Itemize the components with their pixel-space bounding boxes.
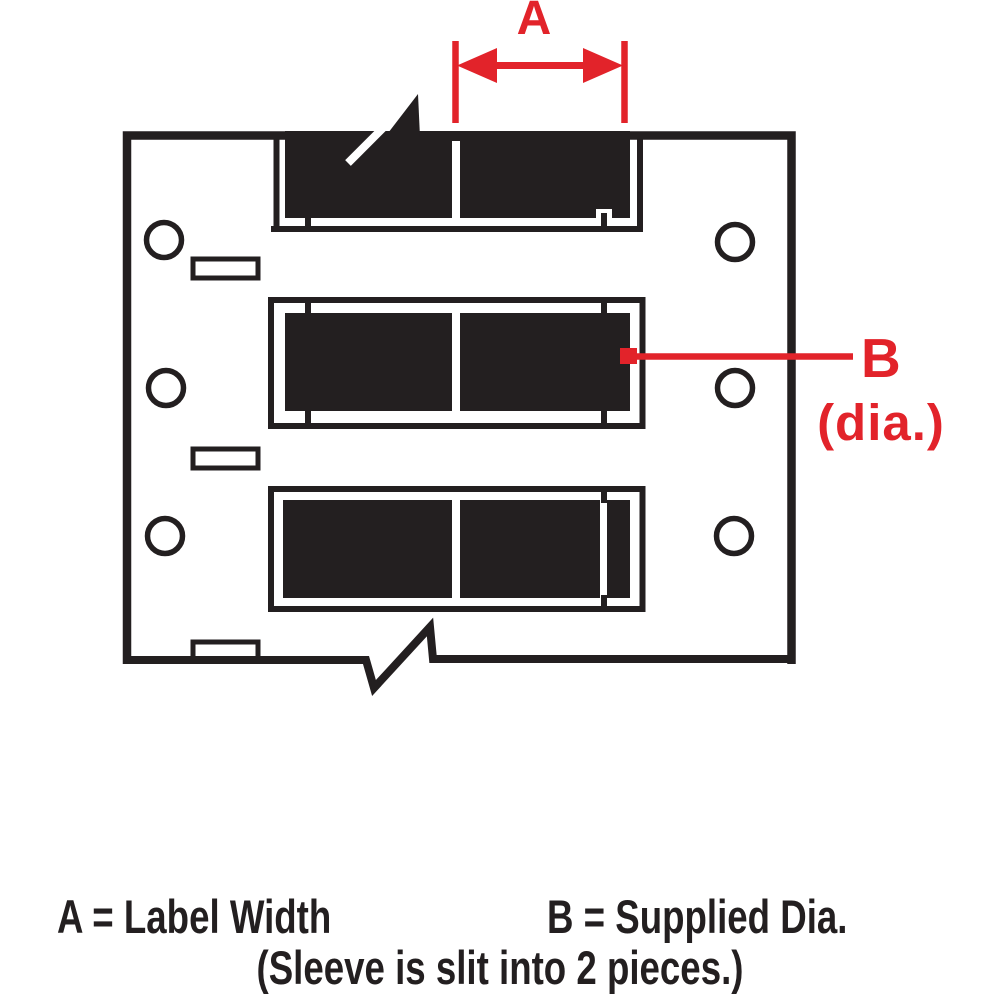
dim-a-label: A [516, 0, 552, 45]
sleeve-2-cut-ticks [305, 301, 607, 425]
legend-note: (Sleeve is slit into 2 pieces.) [256, 941, 744, 994]
feed-hole [714, 221, 756, 263]
legend-b-definition: B = Supplied Dia. [547, 890, 848, 943]
registration-slot [190, 256, 261, 281]
sleeve-1-slit [452, 141, 460, 218]
carrier-bottom-edge-break [123, 617, 793, 696]
dim-b-leader-terminator [620, 348, 637, 364]
sleeve-pocket-2-outline [268, 297, 646, 429]
sleeve-3-end-cut [600, 500, 607, 598]
sleeve-1-tear-gap [345, 101, 410, 166]
feed-hole [144, 515, 186, 557]
registration-slot [190, 639, 261, 664]
registration-slot [190, 446, 261, 471]
feed-hole [714, 367, 756, 409]
legend-a-definition: A = Label Width [57, 890, 332, 943]
dim-a-arrowhead-right [583, 48, 623, 83]
dim-b-label: B [861, 327, 901, 389]
feed-hole [145, 367, 187, 409]
dim-a-arrowhead-left [457, 48, 497, 83]
sleeve-2-slit [452, 313, 460, 411]
sleeve-1-tear-flap [385, 94, 420, 137]
sleeve-pocket-3-outline [268, 486, 646, 612]
feed-hole [143, 219, 185, 261]
sleeve-pocket-1-outline [271, 135, 643, 232]
feed-hole [713, 515, 755, 557]
sleeve-1-cut-ticks [305, 213, 607, 232]
sleeve-3-slit [452, 500, 460, 598]
dim-b-sub-label: (dia.) [817, 394, 945, 451]
